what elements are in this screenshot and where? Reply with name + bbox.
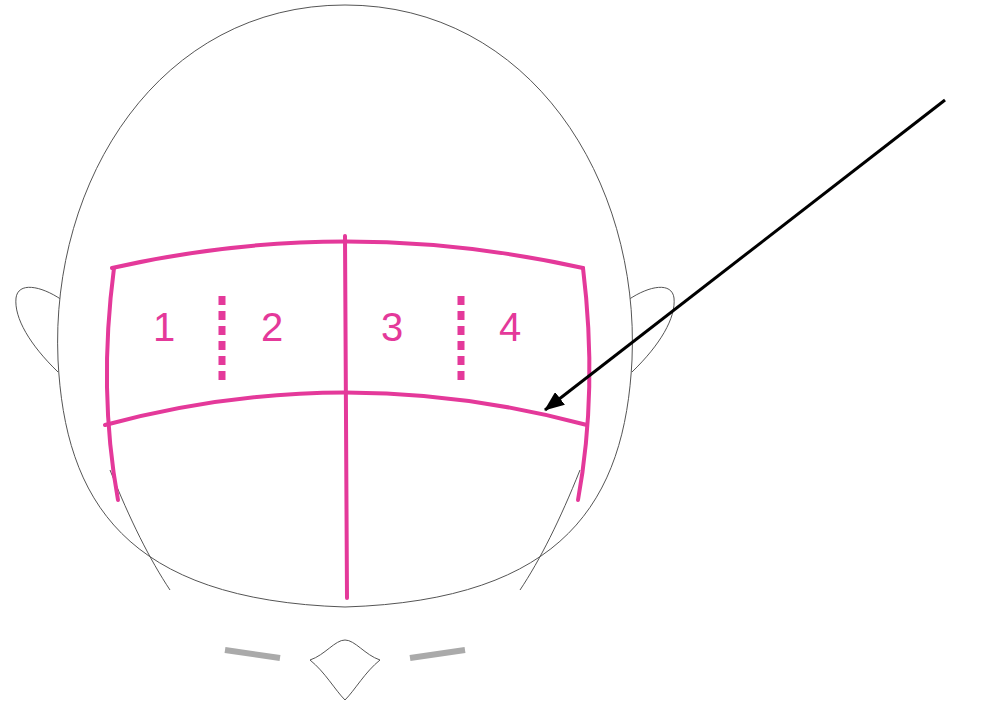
section-line (345, 236, 347, 598)
callout-number: 3 (381, 307, 403, 347)
jaw-line (520, 470, 580, 590)
head-outline (58, 5, 633, 607)
nose (310, 640, 380, 700)
shoulder-mark (225, 650, 280, 658)
ear (16, 287, 62, 372)
shoulder-mark (410, 650, 465, 658)
section-line (107, 268, 118, 500)
callout-number: 1 (153, 307, 175, 347)
dotted-divider (458, 296, 465, 386)
pointer-arrow (545, 100, 945, 410)
section-line (112, 242, 583, 269)
jaw-line (110, 470, 170, 590)
dotted-divider (219, 296, 226, 386)
callout-number: 4 (499, 307, 521, 347)
callout-number: 2 (261, 307, 283, 347)
